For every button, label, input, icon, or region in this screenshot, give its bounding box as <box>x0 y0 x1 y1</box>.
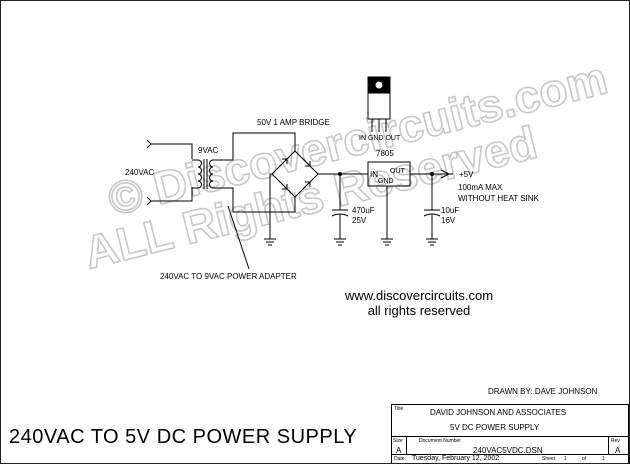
adapter-pointer-line <box>227 205 250 270</box>
company-name: DAVID JOHNSON AND ASSOCIATES <box>430 408 567 417</box>
cap1-value-label: 470uF <box>352 206 375 215</box>
website-rights: all rights reserved <box>367 303 471 318</box>
sheet-caption: Sheet <box>542 456 556 462</box>
junction-dot <box>338 172 342 176</box>
regulator-gnd-label: GND <box>378 178 394 185</box>
output-note-label: WITHOUT HEAT SINK <box>458 194 539 203</box>
input-wire-bottom <box>151 187 193 202</box>
title-caption: Title <box>394 406 404 412</box>
output-current-label: 100mA MAX <box>458 183 503 192</box>
rev-caption: Rev <box>611 438 620 444</box>
ground-icon <box>426 238 438 246</box>
size-value: A <box>396 446 402 455</box>
secondary-voltage-label: 9VAC <box>198 146 219 155</box>
sheet-total: 1 <box>602 456 605 462</box>
page-title: 240VAC TO 5V DC POWER SUPPLY <box>9 426 358 448</box>
rev-value: A <box>615 446 621 455</box>
date-caption: Date: <box>394 456 406 462</box>
docnum-value: 240VAC5VDC.DSN <box>473 446 543 455</box>
cap2-value-label: 10uF <box>441 206 460 215</box>
document-number-cell: Document Number 240VAC5VDC.DSN <box>406 436 609 455</box>
cap1-voltage-label: 25V <box>352 216 367 225</box>
bridge-label: 50V 1 AMP BRIDGE <box>257 118 330 127</box>
secondary-wire-top <box>220 132 296 161</box>
sheet-number: 1 <box>564 456 567 462</box>
watermark: © Discovercircuits.com ALL Rights Reserv… <box>78 51 613 280</box>
title-cell: Title DAVID JOHNSON AND ASSOCIATES 5V DC… <box>391 404 629 437</box>
ground-icon <box>381 238 393 246</box>
drawn-by-label: DRAWN BY: DAVE JOHNSON <box>488 387 598 396</box>
size-cell: Size A <box>391 436 407 455</box>
input-voltage-label: 240VAC <box>125 168 155 177</box>
ground-icon <box>334 238 346 246</box>
junction-dot <box>430 172 434 176</box>
secondary-wire-bottom <box>220 187 296 213</box>
ground-symbols <box>264 238 438 246</box>
transformer <box>192 159 220 189</box>
bridge-rectifier <box>271 150 319 198</box>
input-wire-top <box>151 143 193 159</box>
sheet-of: of <box>582 456 587 462</box>
adapter-label: 240VAC TO 9VAC POWER ADAPTER <box>160 272 297 281</box>
regulator-part-label: 7805 <box>376 149 394 158</box>
output-voltage-label: +5V <box>459 170 474 179</box>
date-value: Tuesday, February 12, 2002 <box>412 455 500 462</box>
website-credit: www.discovercircuits.com all rights rese… <box>319 288 519 318</box>
output-arrow <box>440 169 451 179</box>
regulator-in-label: IN <box>370 170 378 179</box>
regulator-pins-label: IN GND OUT <box>359 135 401 142</box>
size-caption: Size <box>393 438 403 444</box>
cap2-voltage-label: 16V <box>441 216 456 225</box>
bridge-negative-wire <box>269 173 272 239</box>
rev-cell: Rev A <box>608 436 629 455</box>
website-url: www.discovercircuits.com <box>344 288 494 303</box>
input-terminal-top <box>146 139 152 149</box>
ground-icon <box>264 238 276 246</box>
to220-package-icon <box>367 76 391 132</box>
title-block: Title DAVID JOHNSON AND ASSOCIATES 5V DC… <box>391 404 629 463</box>
project-name: 5V DC POWER SUPPLY <box>450 423 540 432</box>
regulator-out-label: OUT <box>390 168 405 175</box>
docnum-caption: Document Number <box>419 438 461 444</box>
date-sheet-cell: Date: Tuesday, February 12, 2002 Sheet 1… <box>391 454 629 463</box>
